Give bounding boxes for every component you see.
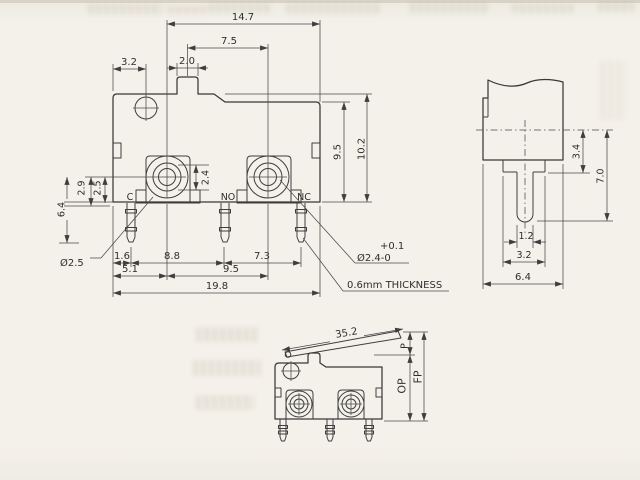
dim-pin-width: 1.2 (518, 231, 533, 242)
scan-edge-artifact (0, 0, 640, 3)
latch-notch-right (311, 142, 321, 159)
note-material-thickness: 0.6mm THICKNESS (347, 280, 442, 291)
terminal-rivet-nc (236, 155, 302, 204)
dim-free-position: FP (412, 370, 425, 383)
bleed-through-artifact (208, 3, 272, 13)
bleed-through-artifact (196, 395, 254, 410)
dim-terminal-length: 6.4 (57, 202, 68, 217)
dim-pin-base-width: 3.2 (516, 250, 531, 261)
dim-rivet-pitch: 9.5 (223, 264, 239, 275)
dim-body-depth: 6.4 (515, 272, 531, 283)
dim-mount-hole-offset: 3.2 (121, 57, 137, 68)
terminal-label-c: C (127, 192, 134, 203)
bleed-through-artifact (196, 327, 258, 342)
mounting-hole (133, 95, 159, 121)
bleed-through-artifact (512, 4, 574, 13)
front-view-dimensions: 14.7 7.5 2.0 3.2 (57, 12, 449, 297)
front-view-body-outline (112, 76, 321, 203)
lever-view: 35.2 P OP FP (274, 326, 428, 442)
bleed-through-artifact (193, 360, 261, 376)
terminal-label-no: NO (221, 192, 236, 203)
dim-terminal-axis-height: 2.5 (93, 180, 104, 195)
side-view-body-outline (482, 78, 564, 161)
side-view-terminal (502, 120, 546, 233)
bleed-through-artifact (168, 6, 206, 14)
dim-lever-length: 35.2 (335, 326, 359, 341)
side-view-dimensions: 3.4 7.0 1.2 3.2 6.4 (482, 130, 613, 289)
callout-hole-dia: Ø2.4-0 (357, 252, 391, 264)
dim-overall-width-bottom: 19.8 (206, 281, 228, 292)
dim-edge-to-pin1: 1.6 (114, 251, 130, 262)
dim-operating-position: OP (396, 378, 409, 394)
bleed-through-artifact (286, 3, 380, 14)
front-view: C NO NC 14.7 7.5 2.0 (57, 12, 449, 297)
terminal-label-nc: NC (297, 192, 311, 203)
dim-pretravel: P (400, 343, 411, 349)
dim-plunger-width: 2.0 (179, 56, 195, 67)
dim-overall-width-top: 14.7 (232, 12, 254, 23)
side-view: 3.4 7.0 1.2 3.2 6.4 (476, 78, 613, 289)
dim-pin2-to-pin3: 7.3 (254, 251, 270, 262)
bleed-through-artifact (598, 1, 634, 12)
latch-notch-left (112, 142, 122, 159)
bleed-through-artifact (410, 2, 488, 13)
mounting-hole (281, 361, 301, 381)
latch-notch-left (274, 387, 282, 398)
latch-notch-right (375, 387, 383, 398)
bleed-through-artifact (88, 4, 162, 14)
dim-plunger-to-terminal: 7.5 (221, 36, 237, 47)
terminal-rivet-common (135, 155, 201, 204)
dim-terminal-base-height: 2.9 (77, 180, 88, 195)
terminal-rivets-bottom (285, 389, 365, 420)
dim-height-right-inner: 9.5 (333, 144, 344, 160)
callout-rivet-dia: Ø2.5 (60, 257, 84, 269)
dim-rivet-hole-dia: 2.4 (201, 170, 212, 185)
lever-view-dimensions: 35.2 P OP FP (281, 326, 428, 422)
bleed-through-artifact (600, 60, 626, 120)
lever-view-body-outline (274, 352, 383, 420)
dim-edge-to-rivet1: 5.1 (122, 264, 138, 275)
callout-tolerance-upper: +0.1 (380, 241, 404, 252)
solder-pins-front (125, 203, 307, 243)
solder-pins-bottom (278, 419, 374, 442)
dim-pin1-to-pin2: 8.8 (164, 251, 180, 262)
hinge-lever (284, 330, 402, 358)
dim-axis-to-base: 3.4 (572, 144, 583, 159)
dim-axis-to-pin-tip: 7.0 (596, 168, 607, 183)
dim-height-right-outer: 10.2 (357, 138, 368, 160)
